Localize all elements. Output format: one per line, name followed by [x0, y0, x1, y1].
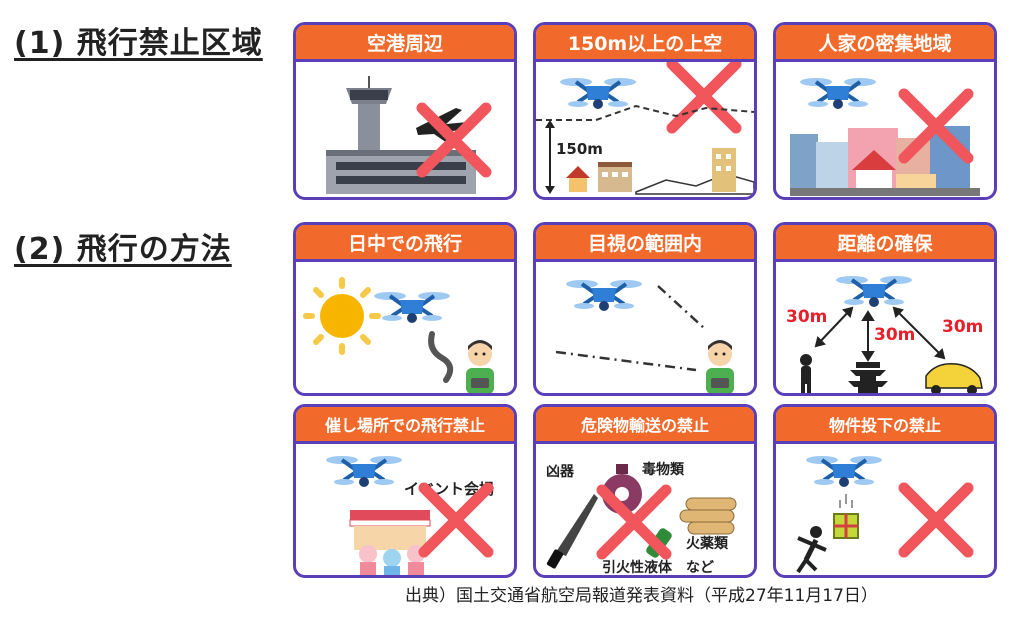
- terminal-building-icon: [326, 150, 476, 194]
- card-visual: 目視の範囲内: [533, 222, 757, 396]
- sun-icon: [303, 277, 381, 355]
- source-citation: 出典）国土交通省航空局報道発表資料（平成27年11月17日）: [405, 586, 878, 606]
- explosive-label: 火薬類: [686, 535, 729, 552]
- car-icon: [925, 363, 983, 393]
- card-title: 日中での飛行: [296, 225, 514, 262]
- knife-icon: [546, 494, 598, 569]
- section-title-method: (2) 飛行の方法: [14, 232, 232, 267]
- drone-icon: [558, 76, 638, 111]
- section-title-prohibited: (1) 飛行禁止区域: [14, 26, 263, 61]
- card-airport: 空港周辺: [293, 22, 517, 200]
- daytime-illustration: [303, 277, 494, 393]
- drone-icon: [324, 454, 404, 489]
- card-distance: 距離の確保 30m 30m 30m: [773, 222, 997, 396]
- card-drop: 物件投下の禁止: [773, 404, 997, 578]
- distance-label-left: 30m: [786, 307, 827, 327]
- cross-icon: [672, 64, 736, 128]
- card-altitude: 150m以上の上空 150m: [533, 22, 757, 200]
- card-hazard: 危険物輸送の禁止 凶器 毒物類 火薬類 引火性液体 など: [533, 404, 757, 578]
- control-tower-icon: [346, 76, 392, 157]
- office-building-icon: [712, 148, 736, 192]
- card-title: 空港周辺: [296, 25, 514, 62]
- drone-icon: [372, 290, 452, 325]
- card-title: 150m以上の上空: [536, 25, 754, 62]
- hazard-illustration: 凶器 毒物類 火薬類 引火性液体 など: [546, 461, 737, 576]
- falling-person-icon: [796, 526, 827, 574]
- card-title: 催し場所での飛行禁止: [296, 407, 514, 444]
- residential-illustration: [790, 76, 980, 196]
- flammable-label: 引火性液体 など: [602, 559, 714, 576]
- house-icon: [566, 166, 590, 192]
- drop-illustration: [796, 454, 994, 574]
- pagoda-icon: [848, 362, 888, 393]
- event-illustration: イベント会場: [324, 454, 494, 575]
- card-title: 距離の確保: [776, 225, 994, 262]
- cross-icon: [904, 488, 968, 552]
- height-label: 150m: [556, 140, 603, 158]
- card-title: 物件投下の禁止: [776, 407, 994, 444]
- drone-icon: [798, 76, 878, 111]
- distance-label-center: 30m: [874, 325, 915, 345]
- poison-label: 毒物類: [642, 461, 685, 478]
- package-icon: [833, 513, 859, 539]
- distance-illustration: 30m 30m 30m: [786, 274, 983, 393]
- drone-icon: [834, 274, 914, 309]
- festival-booth-icon: [349, 510, 431, 575]
- distance-label-right: 30m: [942, 317, 983, 337]
- drone-icon: [804, 454, 884, 489]
- card-title: 目視の範囲内: [536, 225, 754, 262]
- pilot-icon: [466, 340, 494, 393]
- fireworks-icon: [679, 497, 737, 535]
- altitude-illustration: 150m: [536, 62, 754, 195]
- weapon-label: 凶器: [546, 464, 575, 480]
- drone-icon: [564, 278, 644, 313]
- pilot-icon: [706, 340, 734, 393]
- airport-illustration: [326, 76, 514, 194]
- card-title: 危険物輸送の禁止: [536, 407, 754, 444]
- visual-illustration: [555, 278, 734, 393]
- person-icon: [800, 354, 812, 393]
- card-daytime: 日中での飛行: [293, 222, 517, 396]
- apartment-icon: [598, 162, 632, 192]
- card-event: 催し場所での飛行禁止 イベント会場: [293, 404, 517, 578]
- card-title: 人家の密集地域: [776, 25, 994, 62]
- card-residential: 人家の密集地域: [773, 22, 997, 200]
